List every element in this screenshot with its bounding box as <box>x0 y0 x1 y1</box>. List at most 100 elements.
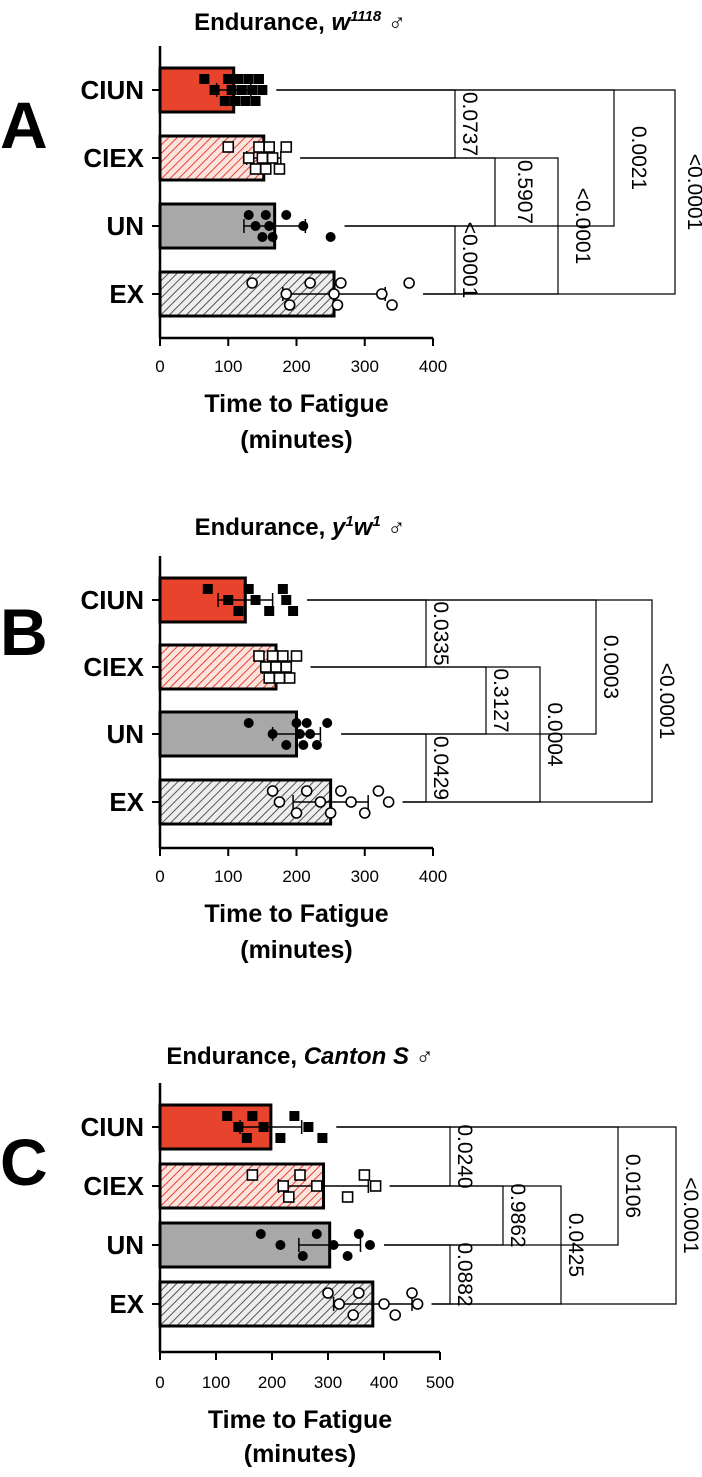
data-point <box>280 141 293 153</box>
data-point <box>325 232 336 242</box>
data-point <box>266 152 279 164</box>
data-point <box>230 96 241 106</box>
category-label: UN <box>106 1230 144 1260</box>
category-label: UN <box>106 211 144 241</box>
data-point <box>298 740 309 750</box>
p-value-label: <0.0001 <box>683 154 702 231</box>
data-point <box>222 141 235 153</box>
data-point <box>256 152 269 164</box>
data-point <box>386 299 398 311</box>
data-point <box>233 74 244 84</box>
data-point <box>289 1111 300 1121</box>
data-point <box>209 85 220 95</box>
data-point <box>331 299 344 311</box>
category-label: EX <box>109 1289 144 1319</box>
x-axis-label-units: (minutes) <box>244 1440 357 1468</box>
x-axis-label-units: (minutes) <box>240 426 353 454</box>
data-point <box>255 1229 266 1239</box>
data-point <box>223 74 234 84</box>
data-point <box>219 96 230 106</box>
x-tick-label: 100 <box>202 1373 230 1392</box>
data-point <box>297 1251 308 1261</box>
p-value-label: 0.0429 <box>429 736 452 800</box>
title-superscript: 1 <box>345 513 353 530</box>
data-point <box>236 85 247 95</box>
x-axis-label: Time to Fatigue <box>204 390 388 418</box>
data-point <box>358 807 371 819</box>
panel-letter: A <box>0 88 48 162</box>
data-point <box>372 785 385 797</box>
data-point <box>263 672 276 684</box>
title-superscript-2: 1 <box>372 513 380 530</box>
data-point <box>233 1122 244 1132</box>
x-axis-label: Time to Fatigue <box>208 1406 392 1434</box>
data-point <box>288 606 299 616</box>
data-point <box>242 152 255 164</box>
title-prefix: Endurance, <box>195 514 332 541</box>
comparison-bracket <box>276 89 676 295</box>
comparison-bracket <box>384 1185 504 1246</box>
data-point <box>353 1229 364 1239</box>
data-point <box>273 672 286 684</box>
data-point <box>202 584 213 594</box>
data-point <box>324 807 337 819</box>
data-point <box>275 1240 286 1250</box>
data-point <box>267 729 278 739</box>
data-point <box>335 277 347 289</box>
x-tick-label: 200 <box>282 867 310 886</box>
data-point <box>257 232 268 242</box>
title-prefix: Endurance, <box>194 9 331 36</box>
x-tick-label: 500 <box>426 1373 454 1392</box>
data-point <box>249 163 262 175</box>
data-point <box>403 277 415 289</box>
data-point <box>347 1309 360 1321</box>
data-point <box>233 606 244 616</box>
data-point <box>322 1287 334 1299</box>
data-point <box>253 74 264 84</box>
data-point <box>263 141 276 153</box>
data-point <box>411 1298 424 1310</box>
category-label: CIUN <box>80 585 144 615</box>
category-label: EX <box>109 279 144 309</box>
p-value-label: 0.0004 <box>543 702 566 767</box>
data-point <box>240 96 251 106</box>
data-point <box>341 1191 354 1203</box>
x-axis-label-units: (minutes) <box>240 936 353 964</box>
p-value-label: 0.0882 <box>453 1242 476 1306</box>
x-tick-label: 200 <box>258 1373 286 1392</box>
data-point <box>345 796 357 808</box>
data-point <box>283 672 296 684</box>
category-label: CIUN <box>80 75 144 105</box>
p-value-label: 0.0335 <box>429 601 452 665</box>
comparison-bracket <box>336 1126 677 1305</box>
x-tick-label: 400 <box>419 357 447 376</box>
data-point <box>246 277 258 289</box>
x-tick-label: 400 <box>370 1373 398 1392</box>
comparison-bracket <box>307 599 427 668</box>
x-tick-label: 300 <box>314 1373 342 1392</box>
data-point <box>243 718 254 728</box>
data-point <box>258 1122 269 1132</box>
data-point <box>250 221 261 231</box>
data-point <box>294 1169 306 1181</box>
p-value-label: 0.0737 <box>458 92 481 156</box>
data-point <box>277 1180 290 1192</box>
title-genotype-2: w <box>354 514 374 541</box>
data-point <box>253 141 265 153</box>
data-point <box>314 796 327 808</box>
p-value-label: <0.0001 <box>458 222 481 299</box>
p-value-label: 0.0021 <box>627 126 650 190</box>
data-point <box>264 221 275 231</box>
data-point <box>247 1111 258 1121</box>
data-point <box>250 96 261 106</box>
data-point <box>365 1240 375 1250</box>
data-point <box>310 1180 323 1192</box>
data-point <box>277 584 288 594</box>
comparison-bracket <box>276 89 456 159</box>
p-value-label: <0.0001 <box>571 188 594 265</box>
category-label: CIEX <box>83 652 144 682</box>
data-point <box>223 595 234 605</box>
